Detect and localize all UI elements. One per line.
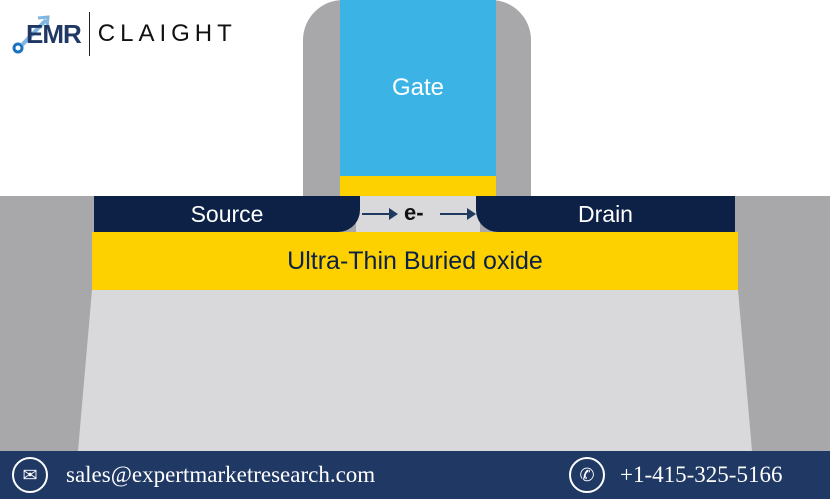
logo: EMR CLAIGHT [12,10,237,58]
buried-oxide: Ultra-Thin Buried oxide [92,232,738,290]
drain-label: Drain [578,200,633,227]
logo-emr: EMR [26,18,82,49]
footer: ✉ sales@expertmarketresearch.com ✆ +1-41… [0,451,830,499]
emr-arrow-icon [12,15,50,54]
buried-oxide-label: Ultra-Thin Buried oxide [287,246,543,275]
electron-arrow-left [362,208,398,220]
substrate-inner [78,290,752,451]
gate: Gate [340,0,496,176]
logo-claight: CLAIGHT [97,20,237,47]
source: Source [94,196,360,232]
drain: Drain [476,196,735,232]
gate-oxide [340,176,496,196]
gate-label: Gate [391,74,445,101]
electron-label: e- [404,200,424,225]
phone-icon: ✆ [569,457,605,493]
envelope-icon: ✉ [12,457,48,493]
source-label: Source [190,200,264,227]
electron-arrow-right [440,208,476,220]
footer-phone[interactable]: +1-415-325-5166 [620,462,783,487]
logo-divider [88,12,90,56]
footer-email[interactable]: sales@expertmarketresearch.com [66,462,376,487]
